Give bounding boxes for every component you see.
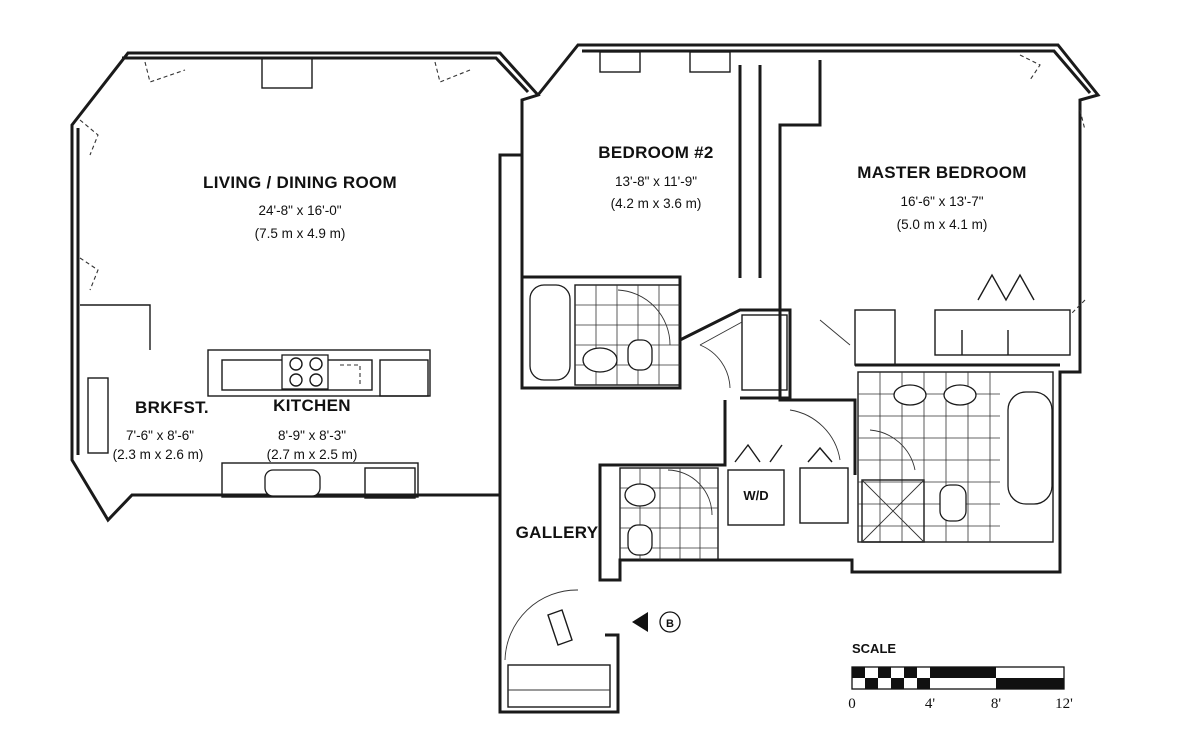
scale-tick-8: 8' — [991, 696, 1002, 712]
kitchen-dim-metric: (2.7 m x 2.5 m) — [267, 447, 358, 462]
entry-marker: B — [632, 611, 681, 633]
scale-tick-0: 0 — [848, 696, 856, 712]
scale-tick-4: 4' — [925, 696, 936, 712]
windows — [79, 51, 1086, 316]
living-room-name: LIVING / DINING ROOM — [203, 173, 397, 192]
bedroom2-dim-metric: (4.2 m x 3.6 m) — [611, 196, 702, 211]
bath-2 — [529, 284, 681, 386]
master-bedroom-name: MASTER BEDROOM — [857, 163, 1026, 182]
kitchen-name: KITCHEN — [273, 396, 351, 415]
hall-bath — [619, 409, 849, 561]
master-bedroom-dim-metric: (5.0 m x 4.1 m) — [897, 217, 988, 232]
bedroom2-dim-imperial: 13'-8" x 11'-9" — [615, 174, 697, 189]
scale-tick-12: 12' — [1055, 696, 1073, 712]
gallery-name: GALLERY — [516, 523, 599, 542]
marker-arrow-icon — [632, 612, 648, 632]
marker-label: B — [666, 618, 674, 630]
kitchen-counters — [80, 304, 431, 499]
bedroom2-name: BEDROOM #2 — [598, 143, 713, 162]
exterior-walls — [70, 43, 1101, 714]
room-labels: LIVING / DINING ROOM 24'-8" x 16'-0" (7.… — [113, 143, 1027, 542]
laundry-label: W/D — [743, 488, 768, 503]
living-room-dim-imperial: 24'-8" x 16'-0" — [258, 203, 341, 218]
breakfast-name: BRKFST. — [135, 398, 209, 417]
closets-doors — [504, 273, 1071, 708]
living-room-dim-metric: (7.5 m x 4.9 m) — [255, 226, 346, 241]
scale-bar: SCALE 0 4' 8' 12' — [848, 641, 1073, 712]
master-bedroom-dim-imperial: 16'-6" x 13'-7" — [900, 194, 983, 209]
kitchen-dim-imperial: 8'-9" x 8'-3" — [278, 428, 346, 443]
marker-circle — [659, 611, 681, 633]
scale-title: SCALE — [852, 641, 896, 656]
breakfast-dim-imperial: 7'-6" x 8'-6" — [126, 428, 194, 443]
breakfast-dim-metric: (2.3 m x 2.6 m) — [113, 447, 204, 462]
master-bath — [857, 371, 1054, 543]
